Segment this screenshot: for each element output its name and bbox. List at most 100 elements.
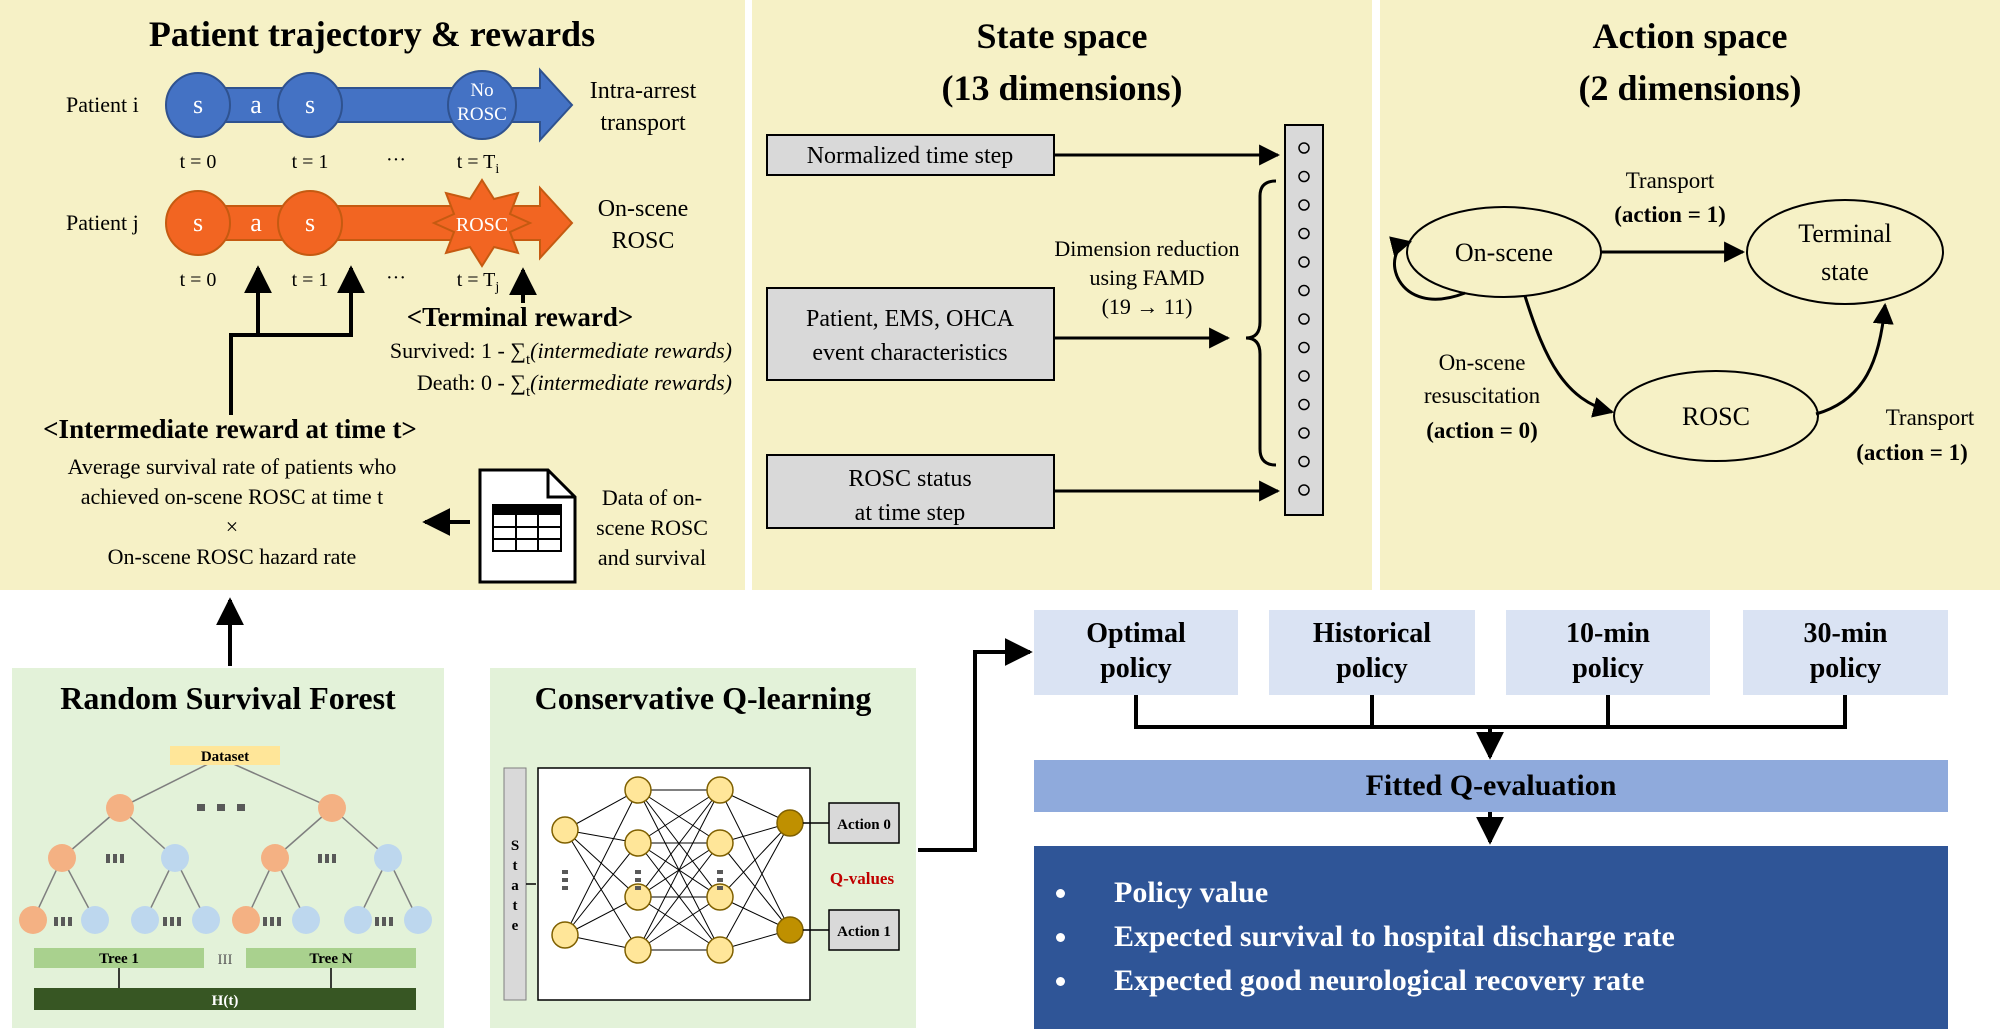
patient-i-action-label: a bbox=[250, 90, 262, 119]
patient-j-state-0 bbox=[165, 190, 231, 256]
nn-edge bbox=[564, 829, 639, 951]
cql-action0-box bbox=[828, 802, 900, 844]
data-line2: scene ROSC bbox=[596, 515, 708, 540]
data-line1: Data of on- bbox=[602, 485, 702, 510]
nn-edge bbox=[719, 822, 791, 898]
on-scene-label: On-scene bbox=[1455, 238, 1553, 267]
result-neuro-recovery: Expected good neurological recovery rate bbox=[1080, 959, 1948, 1003]
action-title-1: Action space bbox=[1593, 16, 1788, 56]
onscene-to-rosc-arrow bbox=[1523, 295, 1615, 418]
patient-i-state-0 bbox=[165, 72, 231, 138]
nn-ellipsis bbox=[717, 870, 723, 874]
nn-node bbox=[624, 936, 652, 964]
policies-merge-line bbox=[1134, 695, 1847, 729]
rsf-tree1-box bbox=[34, 948, 204, 968]
dimension-reduction-line2: using FAMD bbox=[1089, 265, 1204, 290]
cql-state-letter: t bbox=[513, 898, 518, 914]
policy-historical-line1: Historical bbox=[1312, 618, 1432, 649]
outcome-i-line1: Intra-arrest bbox=[590, 78, 697, 104]
rosc-burst-icon bbox=[431, 178, 533, 268]
result-survival-rate: Expected survival to hospital discharge … bbox=[1080, 915, 1948, 959]
cql-state-letter: t bbox=[513, 858, 518, 874]
intermediate-reward-title: <Intermediate reward at time t> bbox=[43, 414, 417, 444]
state-vector-node bbox=[1298, 455, 1310, 468]
policy-optimal-line1: Optimal bbox=[1086, 618, 1186, 649]
rsf-ellipsis-marks bbox=[54, 804, 393, 926]
state-vector bbox=[1284, 124, 1324, 516]
cql-state-letter: e bbox=[512, 918, 519, 934]
nn-edge bbox=[564, 789, 639, 831]
death-formula: Death: 0 - ∑t(intermediate rewards) bbox=[417, 370, 732, 400]
rsf-tree-nodes bbox=[19, 794, 432, 934]
fqe-label: Fitted Q-evaluation bbox=[1365, 769, 1617, 802]
nn-edge bbox=[637, 896, 721, 951]
patient-i-label: Patient i bbox=[66, 92, 139, 117]
nn-edge bbox=[564, 842, 639, 936]
cql-state-letter: S bbox=[511, 838, 519, 854]
intermediate-reward-connector bbox=[229, 265, 365, 415]
data-document-icon bbox=[478, 468, 577, 584]
terminal-state-node bbox=[1746, 199, 1944, 305]
rsf-treeN-box bbox=[246, 948, 416, 968]
patient-j-tT-sub: j bbox=[494, 280, 499, 295]
nn-ellipsis bbox=[717, 886, 723, 890]
terminal-reward-title: <Terminal reward> bbox=[407, 302, 634, 332]
nn-ellipsis bbox=[717, 878, 723, 882]
outcome-i-line2: transport bbox=[600, 110, 686, 136]
patient-j-state-1-label: s bbox=[305, 208, 315, 237]
patient-j-state-0-label: s bbox=[193, 208, 203, 237]
rsf-ht-box bbox=[34, 988, 416, 1010]
patient-i-tT-main: t = T bbox=[457, 151, 496, 173]
survived-formula: Survived: 1 - ∑t(intermediate rewards) bbox=[390, 338, 732, 368]
nn-node bbox=[706, 883, 734, 911]
state-title-2: (13 dimensions) bbox=[941, 68, 1182, 108]
patient-j-state-1 bbox=[277, 190, 343, 256]
state-vector-node bbox=[1298, 199, 1310, 211]
rosc-to-terminal-arrow bbox=[1815, 302, 1894, 416]
survived-prefix: Survived: 1 - ∑ bbox=[390, 338, 526, 363]
rsf-tree-edges bbox=[32, 757, 419, 921]
policy-10min-line1: 10-min bbox=[1566, 618, 1650, 649]
state-vector-node bbox=[1298, 256, 1310, 268]
rosc-node-label: ROSC bbox=[1682, 402, 1750, 431]
death-prefix: Death: 0 - ∑ bbox=[417, 370, 526, 395]
intermediate-line1: Average survival rate of patients who bbox=[68, 454, 397, 479]
nn-edge bbox=[637, 789, 721, 951]
patient-j-tT: t = Tj bbox=[457, 269, 500, 295]
nn-ellipsis bbox=[562, 878, 568, 882]
nn-edge bbox=[637, 789, 721, 844]
normalized-time-box bbox=[766, 134, 1055, 176]
state-vector-nodes bbox=[1298, 142, 1310, 496]
resuscitation-line1: On-scene bbox=[1439, 350, 1526, 375]
dimension-reduction-line1: Dimension reduction bbox=[1054, 236, 1239, 261]
cql-to-policies-arrow bbox=[918, 638, 1033, 852]
nn-output-node bbox=[776, 916, 804, 944]
rsf-title: Random Survival Forest bbox=[60, 680, 396, 716]
results-box: Policy value Expected survival to hospit… bbox=[1034, 846, 1948, 1029]
patient-j-action-label: a bbox=[250, 208, 262, 237]
action1-label-top: (action = 1) bbox=[1614, 202, 1725, 227]
death-sub: t bbox=[526, 384, 531, 400]
patient-j-label: Patient j bbox=[66, 210, 139, 235]
rsf-tree-dots: III bbox=[218, 952, 233, 968]
rsf-ht-label: H(t) bbox=[212, 993, 239, 1009]
patient-j-t1: t = 1 bbox=[292, 269, 329, 291]
cql-action0-label: Action 0 bbox=[837, 817, 891, 833]
nn-node bbox=[706, 776, 734, 804]
nn-node bbox=[706, 829, 734, 857]
action1-label-bottom: (action = 1) bbox=[1856, 440, 1967, 465]
action0-label: (action = 0) bbox=[1426, 418, 1537, 443]
state-vector-node bbox=[1298, 170, 1310, 183]
outcome-j-line1: On-scene bbox=[598, 196, 689, 222]
resuscitation-line2: resuscitation bbox=[1424, 383, 1541, 408]
results-list: Policy value Expected survival to hospit… bbox=[1052, 871, 1948, 1003]
policy-optimal: Optimal policy bbox=[1034, 610, 1238, 695]
times-symbol: × bbox=[226, 514, 238, 539]
cql-title: Conservative Q-learning bbox=[535, 680, 872, 716]
policy-historical-line2: policy bbox=[1336, 653, 1408, 684]
policy-optimal-line2: policy bbox=[1100, 653, 1172, 684]
nn-node bbox=[551, 921, 579, 949]
state-title-1: State space bbox=[977, 16, 1148, 56]
policy-historical: Historical policy bbox=[1269, 610, 1475, 695]
